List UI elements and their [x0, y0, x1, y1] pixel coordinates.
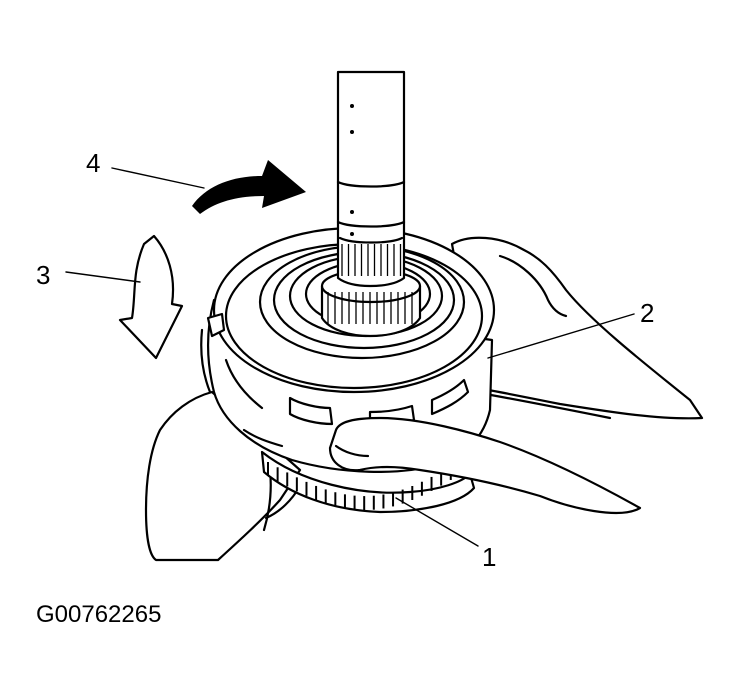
callout-3: 3 [36, 260, 50, 290]
leader-line-3 [65, 271, 141, 283]
callout-1: 1 [482, 542, 496, 572]
leader-line-1 [395, 497, 479, 547]
callout-4: 4 [86, 148, 100, 178]
rotation-arrow-3 [118, 234, 184, 360]
right-hand [450, 236, 704, 420]
callout-2: 2 [640, 298, 654, 328]
shaft-splines [341, 244, 402, 276]
hub-splines [327, 292, 413, 324]
rotation-arrow-4 [192, 160, 306, 214]
figure-code: G00762265 [36, 601, 161, 628]
thumb [328, 416, 642, 515]
input-shaft [336, 70, 406, 288]
leader-line-2 [487, 313, 635, 359]
clutch-plates [260, 450, 476, 514]
leader-line-4 [111, 167, 205, 189]
